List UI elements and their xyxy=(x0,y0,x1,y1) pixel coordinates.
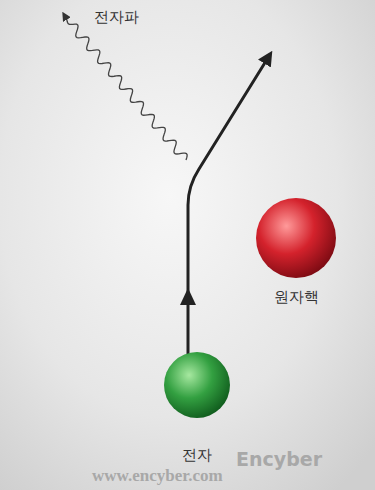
wave-line xyxy=(66,18,187,160)
sphere xyxy=(256,198,336,278)
electron-node: 전자 xyxy=(160,350,234,465)
wave-label: 전자파 xyxy=(94,8,139,27)
nucleus-node: 원자핵 xyxy=(252,196,340,307)
watermark: www.encyber.com xyxy=(92,466,223,486)
node-label: 원자핵 xyxy=(252,288,340,307)
electron-path xyxy=(188,61,266,385)
sphere xyxy=(164,352,230,418)
node-label: 전자 xyxy=(160,446,234,465)
watermark: Encyber xyxy=(236,448,322,470)
direction-arrowhead xyxy=(180,288,196,305)
